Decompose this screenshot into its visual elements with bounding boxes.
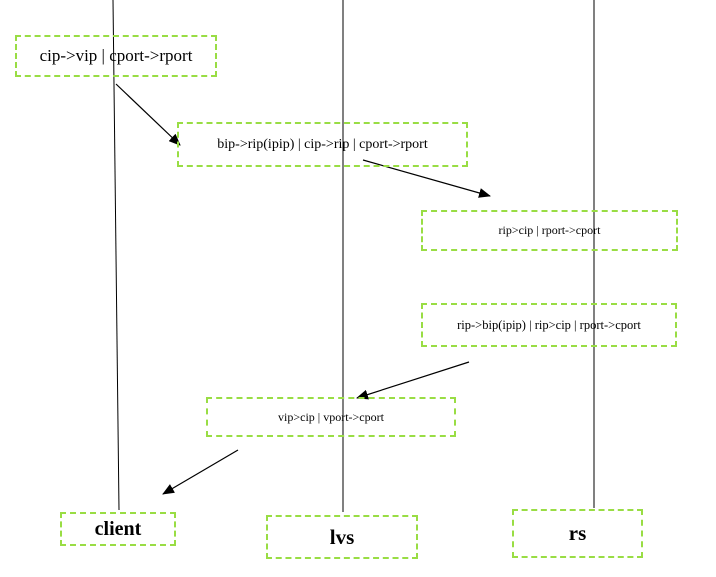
packet-label: cip->vip | cport->rport: [39, 46, 193, 65]
packet-label: bip->rip(ipip) | cip->rip | cport->rport: [217, 136, 428, 152]
arrow-lvs-to-client: [162, 449, 239, 495]
node-client: client: [60, 512, 176, 546]
packet-box-rs-reply: rip>cip | rport->cport: [421, 210, 678, 251]
client-lifeline: [112, 0, 120, 511]
packet-label: rip>cip | rport->cport: [498, 223, 601, 237]
node-rs: rs: [512, 509, 643, 558]
packet-box-lvs-to-client: vip>cip | vport->cport: [206, 397, 456, 437]
node-label-client: client: [94, 517, 142, 540]
packet-box-client-to-lvs: cip->vip | cport->rport: [15, 35, 217, 77]
node-lvs: lvs: [266, 515, 418, 559]
packet-box-lvs-to-rs: bip->rip(ipip) | cip->rip | cport->rport: [177, 122, 468, 167]
packet-label: vip>cip | vport->cport: [278, 409, 384, 424]
node-label-lvs: lvs: [329, 524, 355, 549]
packet-label: rip->bip(ipip) | rip>cip | rport->cport: [457, 317, 641, 332]
arrow-rs-to-lvs: [356, 361, 470, 400]
packet-box-rs-to-lvs: rip->bip(ipip) | rip>cip | rport->cport: [421, 303, 677, 347]
node-label-rs: rs: [568, 521, 587, 545]
arrow-client-to-lvs: [115, 83, 181, 146]
